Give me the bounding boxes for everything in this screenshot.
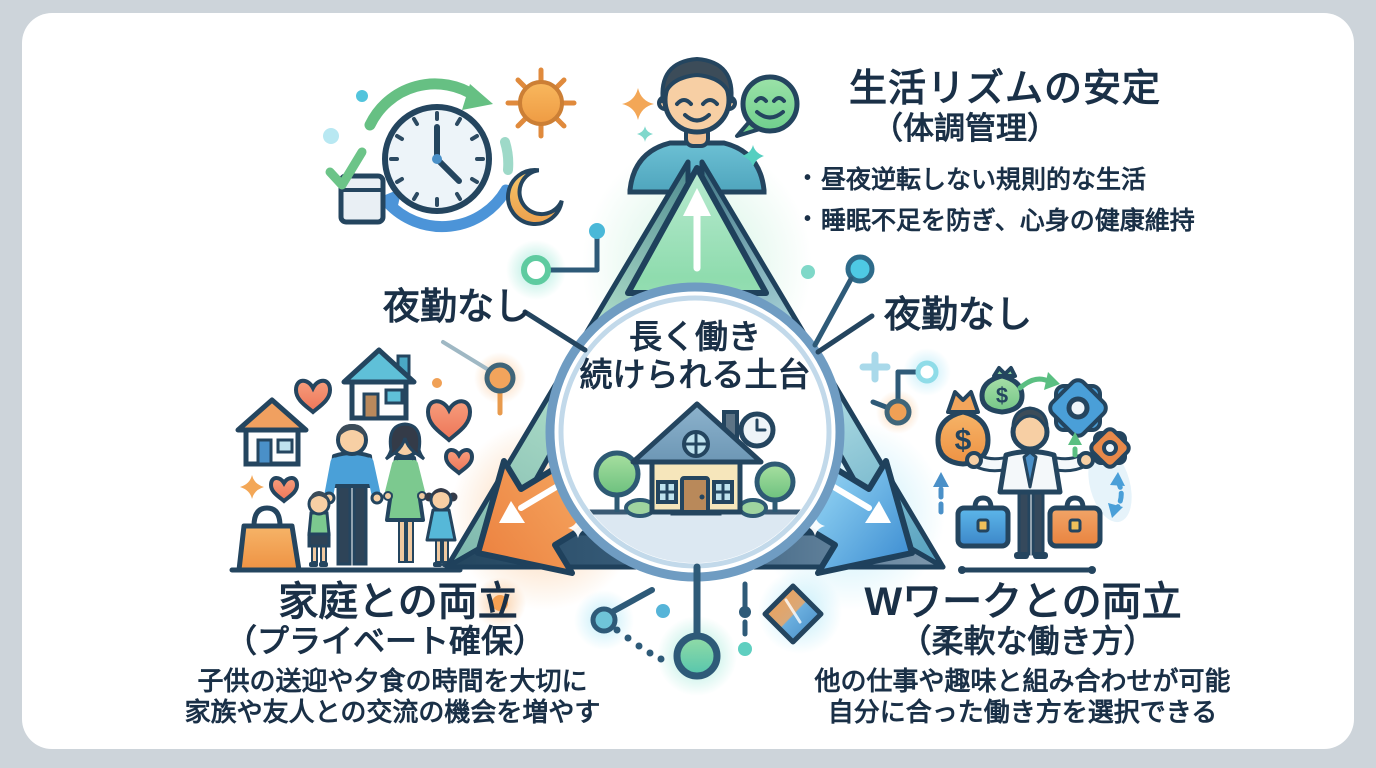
dashed-arrow-icon (1068, 432, 1082, 458)
diamond-icon (762, 583, 824, 645)
bullet-dot: • (804, 166, 812, 189)
house-icon (235, 397, 309, 467)
bottom-left-subtitle: （プライベート確保） (224, 623, 545, 659)
blue-dot (656, 604, 670, 618)
moon-icon (506, 168, 564, 226)
family-illustration (229, 347, 475, 573)
center-foundation-label: 長く働き 続けられる土台 (553, 318, 837, 393)
cycle-clock-icon (364, 78, 514, 233)
no-night-shift-label-right: 夜勤なし (884, 294, 1032, 335)
top-section-subtitle: （体調管理） (872, 111, 1058, 146)
circuit-pin (441, 340, 516, 416)
center-label-line2: 続けられる土台 (579, 355, 811, 393)
daily-rhythm-icons (323, 67, 577, 233)
gear-icon (1089, 427, 1131, 469)
center-label-line1: 長く働き (629, 318, 761, 355)
gear-icon (1048, 378, 1108, 438)
girl-figure (424, 488, 458, 567)
shopping-bag-icon (236, 505, 302, 573)
mother-figure (383, 422, 427, 563)
tree-icon (754, 461, 796, 512)
heart-icon (425, 399, 473, 443)
briefcase-icon (1047, 495, 1103, 549)
dollar-glyph: $ (955, 424, 972, 457)
circuit-pin (590, 587, 665, 663)
house-icon (341, 347, 417, 421)
bullet-item: • 昼夜逆転しない規則的な生活 (804, 160, 1195, 196)
description-line: 他の仕事や趣味と組み合わせが可能 (814, 666, 1231, 696)
description-line: 子供の送迎や夕食の時間を大切に (197, 666, 588, 696)
money-bag-icon: $ (979, 366, 1025, 415)
dashed-arrow-icon (933, 472, 949, 515)
calendar-check-icon (325, 147, 386, 225)
bottom-left-description: 子供の送迎や夕食の時間を大切に 家族や友人との交流の機会を増やす (170, 666, 615, 728)
heart-icon (293, 378, 333, 415)
bullet-dot: • (804, 207, 812, 230)
no-night-shift-label-left: 夜勤なし (383, 286, 531, 327)
top-section-bullets: • 昼夜逆転しない規則的な生活 • 睡眠不足を防ぎ、心身の健康維持 (804, 160, 1195, 237)
house-icon (630, 401, 764, 516)
pointer-line (815, 313, 875, 355)
orange-dot (432, 378, 442, 388)
dollar-glyph: $ (996, 383, 1008, 408)
dashed-arrow-icon (1108, 472, 1125, 518)
dash-pin (738, 581, 752, 656)
father-figure (322, 424, 384, 566)
tree-icon (593, 450, 641, 512)
sparkle-icon (805, 516, 825, 536)
clock-icon (738, 411, 776, 449)
circuit-pin (521, 223, 605, 285)
bullet-item: • 睡眠不足を防ぎ、心身の健康維持 (804, 201, 1195, 237)
boy-figure (307, 491, 331, 567)
bullet-text: 昼夜逆転しない規則的な生活 (821, 166, 1147, 194)
sparkle-icon (637, 126, 653, 142)
teal-dot (356, 90, 368, 102)
sparkle-icon (568, 518, 588, 538)
sparkle-icon (240, 475, 264, 499)
light-teal-dot (323, 128, 339, 144)
description-line: 自分に合った働き方を選択できる (827, 697, 1218, 727)
bottom-right-title: Wワークとの両立 (864, 580, 1182, 624)
connector-decorations (441, 223, 939, 680)
worker-figure (965, 406, 1095, 559)
heart-icon (443, 448, 475, 476)
teal-dot (801, 265, 815, 279)
briefcase-icon (955, 495, 1011, 549)
pointer-line (522, 309, 588, 353)
bottom-right-subtitle: （柔軟な働き方） (899, 623, 1156, 659)
drop-pin (673, 563, 721, 680)
bullet-text: 睡眠不足を防ぎ、心身の健康維持 (821, 207, 1195, 235)
description-line: 家族や友人との交流の機会を増やす (184, 697, 601, 727)
circuit-pin (870, 360, 939, 426)
businessman-illustration: $ $ (933, 366, 1132, 574)
curved-arrow-icon (1017, 372, 1060, 391)
heart-icon (268, 476, 300, 504)
sparkle-icon (742, 145, 764, 167)
smiley-bubble-icon (735, 74, 800, 138)
bottom-left-title: 家庭との両立 (278, 580, 518, 624)
sun-icon (505, 67, 577, 139)
circuit-pin (812, 254, 875, 348)
top-section-title: 生活リズムの安定 (848, 68, 1161, 110)
bottom-right-description: 他の仕事や趣味と組み合わせが可能 自分に合った働き方を選択できる (805, 666, 1240, 728)
plus-sparkle-icon (859, 351, 891, 383)
orange-glow-dot (492, 595, 508, 611)
sparkle-icon (622, 88, 654, 120)
money-bag-icon: $ (935, 390, 991, 467)
